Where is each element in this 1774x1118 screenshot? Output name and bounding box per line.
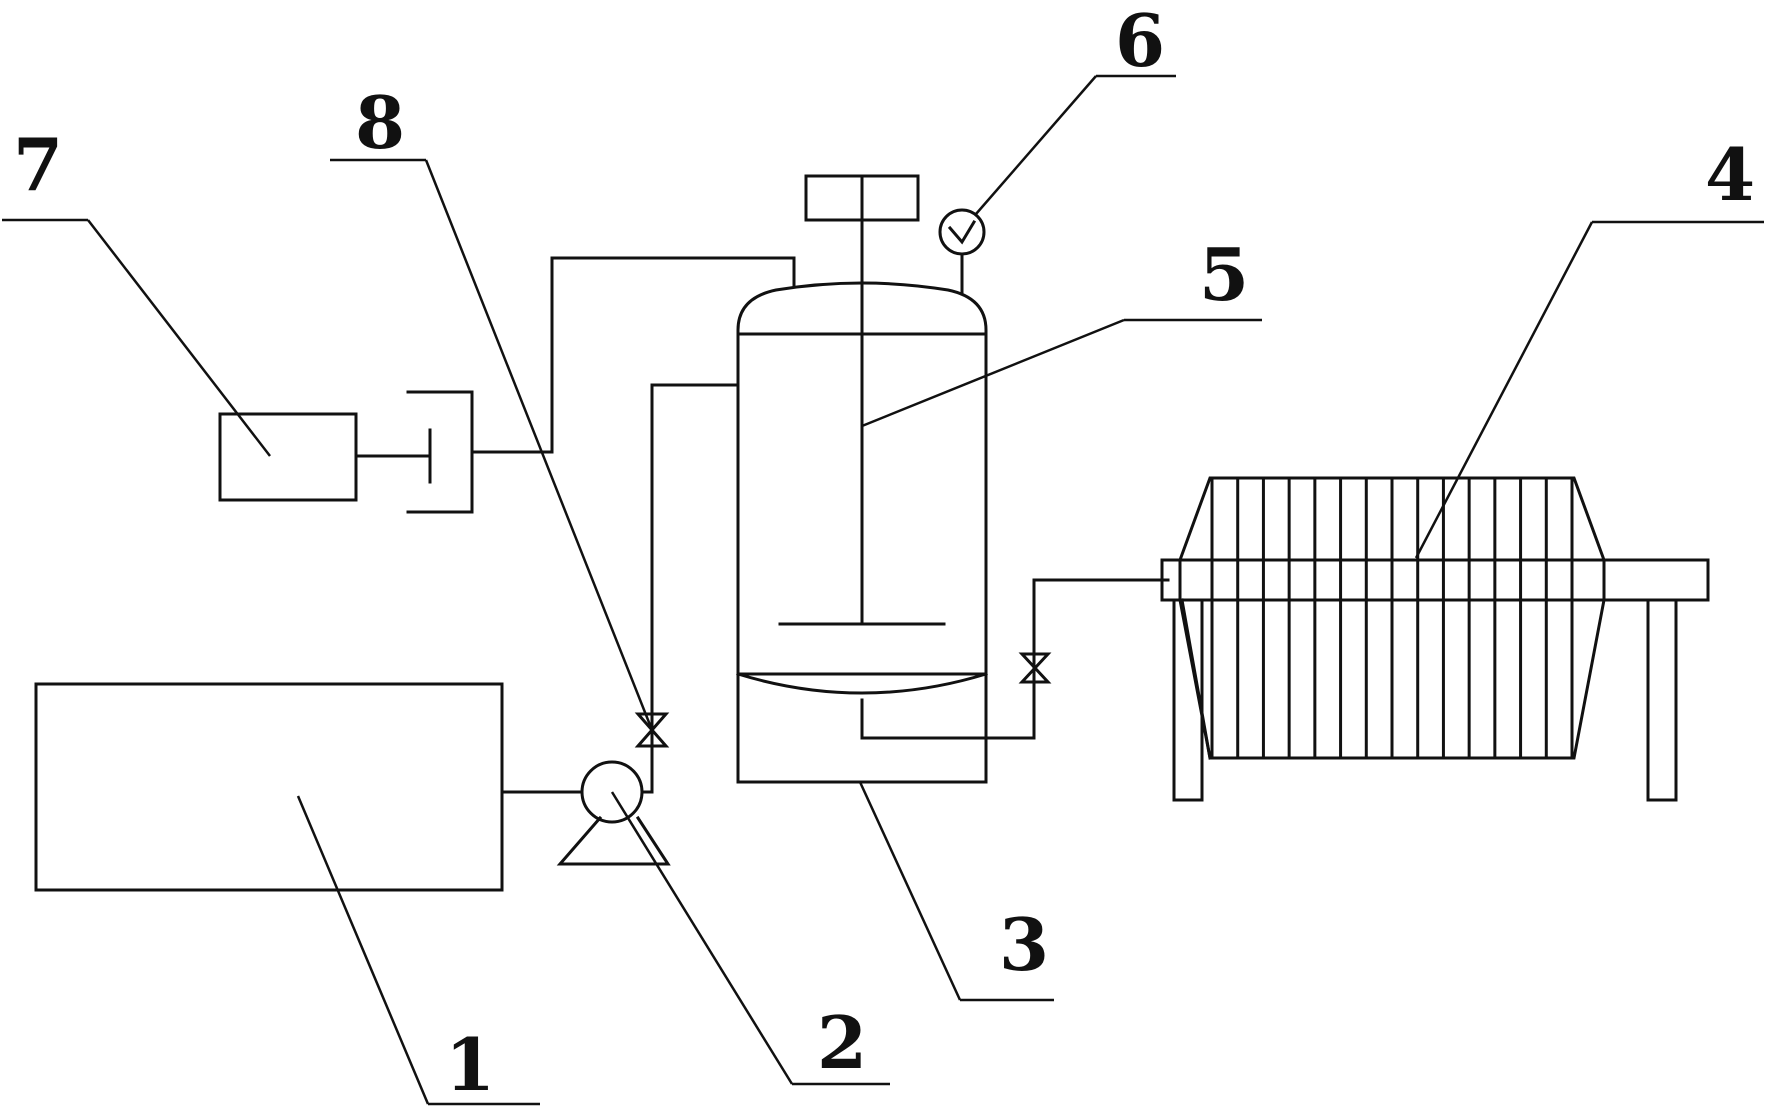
filter-plates [1210, 476, 1574, 760]
storage-tank [34, 682, 504, 892]
leader-lines [2, 74, 1764, 1106]
pipe-pump-to-reactor [640, 383, 740, 794]
pipe-vacuum-to-reactor [470, 256, 796, 454]
label-7: 7 [13, 122, 63, 207]
label-2: 2 [817, 1000, 867, 1085]
filter-press [1160, 476, 1710, 802]
label-3: 3 [999, 902, 1049, 987]
label-1: 1 [445, 1022, 495, 1107]
vacuum-unit [218, 390, 474, 514]
label-5: 5 [1199, 232, 1249, 317]
label-4: 4 [1705, 132, 1755, 217]
valve-outlet-line [1018, 652, 1052, 684]
valve-pump-line [634, 712, 670, 748]
pipe-reactor-to-filter [860, 578, 1170, 740]
label-6: 6 [1115, 0, 1165, 83]
agitator [778, 174, 946, 626]
label-8: 8 [355, 80, 405, 165]
pressure-gauge [938, 208, 986, 296]
